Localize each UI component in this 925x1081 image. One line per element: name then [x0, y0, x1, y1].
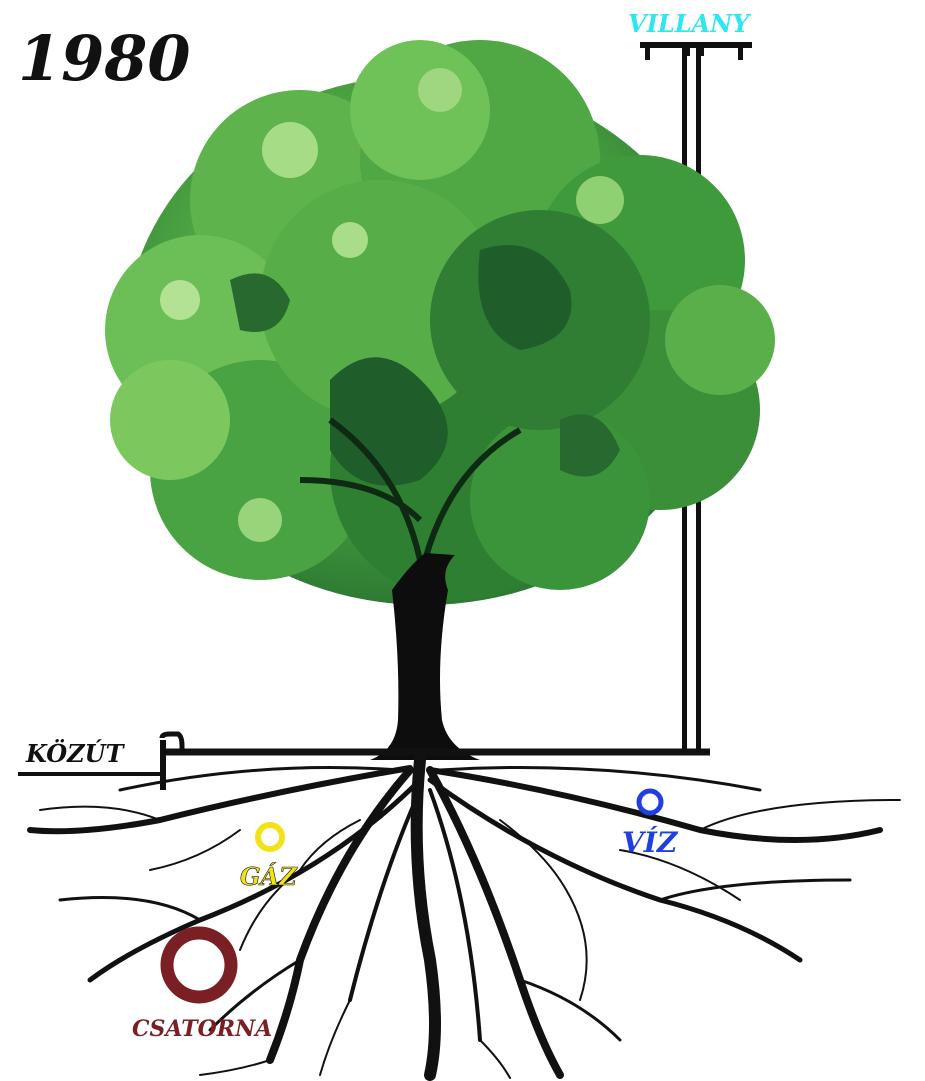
water-label: VÍZ: [622, 826, 679, 859]
sewer-pipe-marker: [167, 933, 231, 997]
road-label: KÖZÚT: [25, 739, 126, 768]
water-pipe-marker: [639, 791, 661, 813]
year-label: 1980: [18, 22, 191, 95]
gas-pipe-marker: [258, 825, 282, 849]
gas-label: GÁZ: [240, 862, 298, 891]
electric-label: VILLANY: [628, 9, 752, 38]
tree-canopy: [105, 40, 775, 605]
sewer-label: CSATORNA: [132, 1016, 272, 1042]
